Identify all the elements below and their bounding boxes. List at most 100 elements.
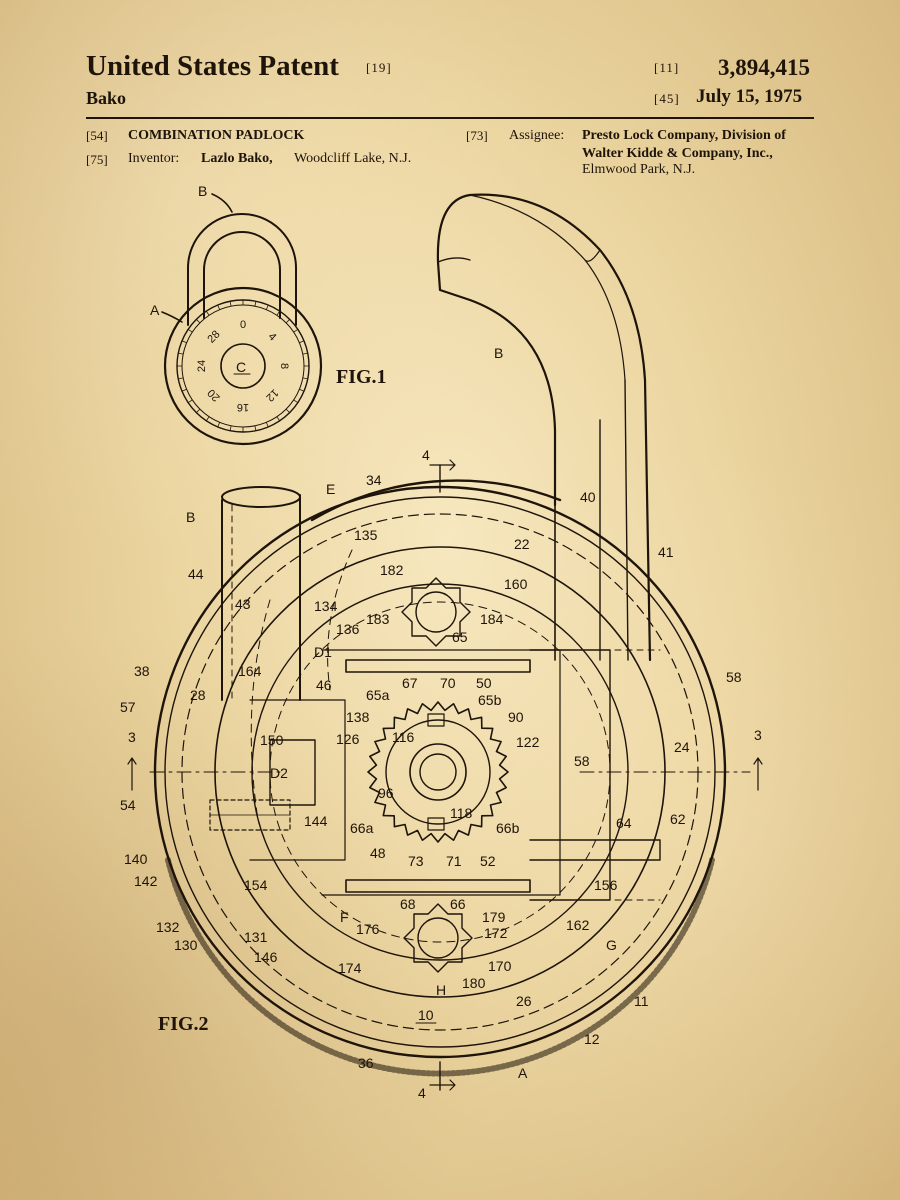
ref-154: 154 [244,877,268,893]
ref-A: A [518,1065,528,1081]
ref-118: 118 [450,805,473,821]
ref-172: 172 [484,925,508,941]
ref-136: 136 [336,621,360,637]
ref-135: 135 [354,527,378,543]
ref-48: 48 [370,845,386,861]
ref-B: B [186,509,195,525]
ref-67: 67 [402,675,418,691]
inventor-surname: Bako [86,88,127,108]
ref-58-right: 58 [726,669,742,685]
ref-50: 50 [476,675,492,691]
ref-180: 180 [462,975,486,991]
ref-41: 41 [658,544,674,560]
ref-62: 62 [670,811,686,827]
ref-66: 66 [450,896,466,912]
ref-3-right: 3 [754,727,762,743]
inventor-label: Inventor: [128,151,180,166]
ref-176: 176 [356,921,380,937]
fig1-dial-number: 4 [266,331,279,344]
fig2-upper-gear [401,577,471,647]
fig1-dial-number: 24 [196,360,208,372]
ref-28: 28 [190,687,206,703]
fig2-lower-gear [403,903,473,973]
ref-A-fig1: A [150,302,160,318]
ref-122: 122 [516,734,540,750]
fig1-dial-ticks [176,299,310,433]
patent-office-title: United States Patent [86,50,339,82]
ref-D2: D2 [270,765,288,781]
ref-46: 46 [316,677,332,693]
assignee-line-1: Presto Lock Company, Division of [582,128,786,143]
ref-65: 65 [452,629,468,645]
fig1-dial-number: 8 [278,363,290,369]
ref-57: 57 [120,699,136,715]
ref-65b: 65b [478,692,502,708]
fig2-spindle [409,743,467,801]
patent-date: July 15, 1975 [696,86,803,107]
fig1-dial-number: 16 [237,401,249,413]
ref-142: 142 [134,873,158,889]
ref-116: 116 [392,729,415,745]
ref-D1: D1 [314,644,332,660]
ref-146: 146 [254,949,278,965]
fig1-dial-number: 28 [205,328,222,345]
ref-54: 54 [120,797,136,813]
ref-34: 34 [366,472,382,488]
ref-126: 126 [336,731,360,747]
fig2-shackle-stub-top [221,486,301,508]
fig1-shackle-outer [187,213,297,326]
ref-130: 130 [174,937,198,953]
ref-138: 138 [346,709,370,725]
ref-183: 183 [366,611,390,627]
ref-144: 144 [304,813,328,829]
ref-132: 132 [156,919,180,935]
ref-58-center: 58 [574,753,590,769]
inventor-code: [75] [86,152,108,167]
fig2-label: FIG.2 [158,1013,209,1035]
ref-164: 164 [238,663,262,679]
fig1-shackle-inner [203,231,281,319]
date-inid-code: [45] [654,91,680,106]
ref-182: 182 [380,562,404,578]
ref-B-shackle: B [494,345,503,361]
inventor-place: Woodcliff Lake, N.J. [294,151,412,166]
ref-26: 26 [516,993,532,1009]
ref-E: E [326,481,335,497]
ref-150: 150 [260,732,284,748]
fig2-casing-inner [164,496,716,1048]
header-divider [86,117,814,119]
ref-179: 179 [482,909,506,925]
ref-70: 70 [440,675,456,691]
ref-134: 134 [314,598,338,614]
patent-number-inid-code: [11] [654,60,680,75]
ref-156: 156 [594,877,618,893]
ref-3-left: 3 [128,729,136,745]
ref-96: 96 [378,785,394,801]
ref-66a: 66a [350,820,374,836]
ref-10: 10 [418,1007,434,1023]
assignee-label: Assignee: [509,128,565,143]
ref-F: F [340,909,349,925]
ref-68: 68 [400,896,416,912]
fig1-dial-center-label: C [236,359,246,375]
ref-64: 64 [616,815,632,831]
ref-38: 38 [134,663,150,679]
ref-4-bottom: 4 [418,1085,426,1101]
ref-140: 140 [124,851,148,867]
ref-52: 52 [480,853,496,869]
ref-4-top: 4 [422,447,430,463]
invention-title: COMBINATION PADLOCK [128,128,305,143]
assignee-line-2: Walter Kidde & Company, Inc., [582,146,773,161]
ref-44: 44 [188,566,204,582]
ref-G: G [606,937,617,953]
ref-184: 184 [480,611,504,627]
invention-title-code: [54] [86,128,108,143]
fig2-center-gear [367,701,509,843]
ref-H: H [436,982,446,998]
fig1-dial-number: 12 [263,386,280,403]
ref-174: 174 [338,960,362,976]
ref-40: 40 [580,489,596,505]
assignee-line-3: Elmwood Park, N.J. [582,162,696,177]
